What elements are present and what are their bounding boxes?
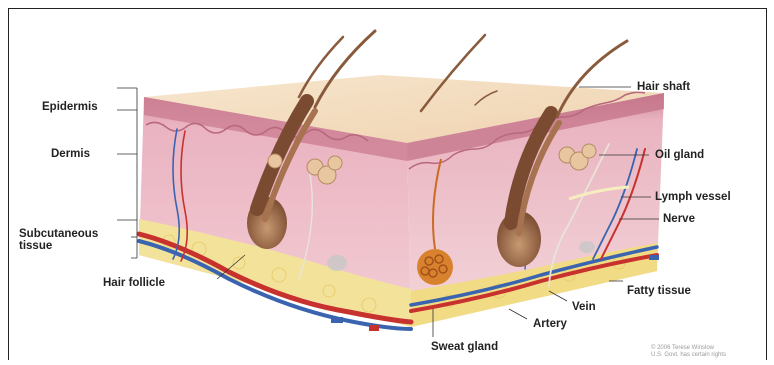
copyright-watermark-line2: U.S. Govt. has certain rights xyxy=(651,352,726,359)
copyright-watermark: © 2006 Terese Winslow xyxy=(651,345,714,352)
label-artery: Artery xyxy=(533,318,567,330)
label-sweat-gland: Sweat gland xyxy=(431,341,498,353)
label-hair-follicle: Hair follicle xyxy=(103,277,165,289)
label-dermis: Dermis xyxy=(51,148,90,160)
label-epidermis: Epidermis xyxy=(42,101,98,113)
diagram-frame: Epidermis Dermis Subcutaneous tissue Hai… xyxy=(8,8,767,360)
label-lymph-vessel: Lymph vessel xyxy=(655,191,731,203)
label-vein: Vein xyxy=(572,301,596,313)
label-subcutaneous: Subcutaneous xyxy=(19,228,98,240)
label-nerve: Nerve xyxy=(663,213,695,225)
label-hair-shaft: Hair shaft xyxy=(637,81,690,93)
label-subcutaneous-line2: tissue xyxy=(19,240,52,252)
label-fatty-tissue: Fatty tissue xyxy=(627,285,691,297)
skin-cross-section-illustration xyxy=(9,9,766,361)
label-oil-gland: Oil gland xyxy=(655,149,704,161)
